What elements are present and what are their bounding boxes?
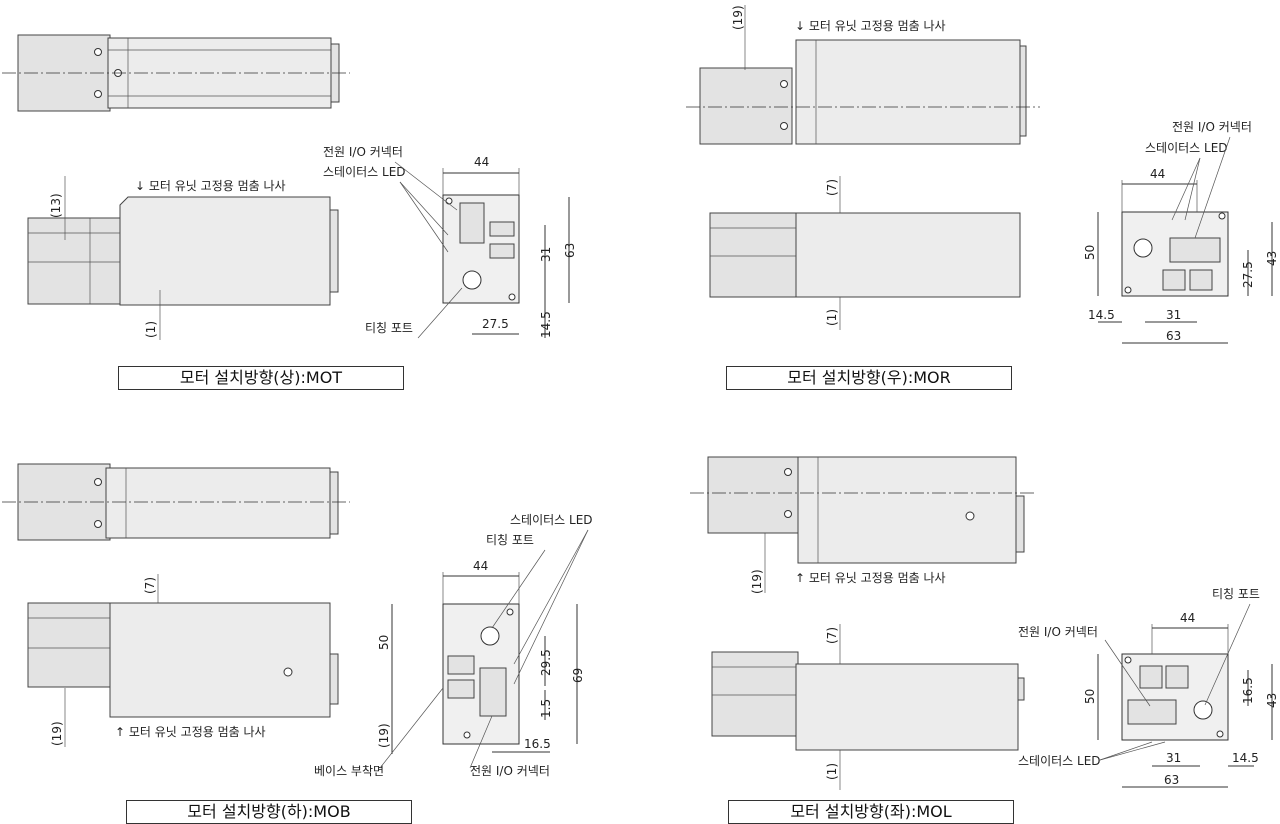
mor-end-view: 44 50 43 27.5 14.5 31 63 전원 I/O 커넥터 스테이터… — [1083, 120, 1279, 344]
mob-base-mount-label: 베이스 부착면 — [314, 764, 384, 778]
mot-dim-width: 44 — [474, 155, 489, 169]
mol-teaching-port-label: 티칭 포트 — [1212, 587, 1260, 601]
mob-dim-offset-top: (7) — [143, 577, 157, 594]
mob-side-view: (7) (19) ↑ 모터 유닛 고정용 멈춤 나사 — [27, 574, 339, 747]
mol-top-view: (19) ↑ 모터 유닛 고정용 멈춤 나사 — [690, 456, 1036, 594]
caption-mob: 모터 설치방향(하):MOB — [126, 800, 412, 824]
mor-dim-h-right-sub: 27.5 — [1241, 261, 1255, 288]
mot-power-io-label: 전원 I/O 커넥터 — [323, 145, 403, 159]
mob-top-view — [2, 463, 350, 541]
mol-dim-h-right: 43 — [1265, 693, 1279, 708]
mob-stop-screw-label: ↑ 모터 유닛 고정용 멈춤 나사 — [115, 725, 266, 739]
mol-side-view: (7) (1) — [711, 624, 1025, 790]
mot-dim-h-upper: 31 — [539, 247, 553, 262]
mot-top-view — [2, 34, 350, 112]
mob-dim-h-small: 1.5 — [539, 699, 553, 718]
mor-dim-h-right: 43 — [1265, 251, 1279, 266]
mor-power-io-label: 전원 I/O 커넥터 — [1172, 120, 1252, 134]
mot-dim-h-lower: 14.5 — [539, 311, 553, 338]
mob-dim-h-right: 69 — [571, 668, 585, 683]
mor-side-view: (7) (1) — [709, 176, 1021, 330]
mob-dim-width: 44 — [473, 559, 488, 573]
mot-dim-offset-bottom: (1) — [144, 321, 158, 338]
mol-dim-w-mid: 31 — [1166, 751, 1181, 765]
mol-dim-width: 44 — [1180, 611, 1195, 625]
mot-status-led-label: 스테이터스 LED — [323, 165, 406, 179]
mot-dim-h-total: 63 — [563, 243, 577, 258]
caption-mot: 모터 설치방향(상):MOT — [118, 366, 404, 390]
mol-dim-offset-top: (7) — [825, 627, 839, 644]
caption-mol: 모터 설치방향(좌):MOL — [728, 800, 1014, 824]
mol-dim-h-total: 50 — [1083, 689, 1097, 704]
mol-dim-w-right: 14.5 — [1232, 751, 1259, 765]
mol-stop-screw-label: ↑ 모터 유닛 고정용 멈춤 나사 — [795, 571, 946, 585]
mot-dim-offset-top: (13) — [49, 193, 63, 218]
mob-dim-w-small: 16.5 — [524, 737, 551, 751]
mob-status-led-label: 스테이터스 LED — [510, 513, 593, 527]
mol-status-led-label: 스테이터스 LED — [1018, 754, 1101, 768]
mol-end-view: 44 50 43 16.5 31 14.5 63 전원 I/O 커넥터 티칭 포… — [1018, 587, 1279, 788]
mol-dim-offset-low: (1) — [825, 763, 839, 780]
mor-dim-w-total: 63 — [1166, 329, 1181, 343]
mot-end-view: 44 63 31 14.5 27.5 전원 I/O 커넥터 스테이터스 LED … — [323, 145, 577, 339]
mol-power-io-label: 전원 I/O 커넥터 — [1018, 625, 1098, 639]
mob-dim-offset-bottom: (19) — [50, 721, 64, 746]
mol-dim-w-total: 63 — [1164, 773, 1179, 787]
mor-stop-screw-label: ↓ 모터 유닛 고정용 멈춤 나사 — [795, 19, 946, 33]
mob-dim-h-total: 50 — [377, 635, 391, 650]
mob-dim-h-mid: 29.5 — [539, 649, 553, 676]
mot-side-view: ↓ 모터 유닛 고정용 멈춤 나사 (13) (1) — [27, 176, 339, 340]
mor-dim-width: 44 — [1150, 167, 1165, 181]
mob-dim-offset-side: (19) — [377, 723, 391, 748]
mor-dim-w-left: 14.5 — [1088, 308, 1115, 322]
mor-top-view: ↓ 모터 유닛 고정용 멈춤 나사 (19) — [686, 5, 1040, 145]
mol-dim-offset-bottom: (19) — [750, 569, 764, 594]
mor-dim-offset-top: (19) — [731, 5, 745, 30]
mob-power-io-label: 전원 I/O 커넥터 — [470, 764, 550, 778]
mot-dim-w-lower: 27.5 — [482, 317, 509, 331]
mor-dim-offset-bottom: (1) — [825, 309, 839, 326]
mob-teaching-port-label: 티칭 포트 — [486, 533, 534, 547]
mot-teaching-port-label: 티칭 포트 — [365, 321, 413, 335]
mor-dim-w-mid: 31 — [1166, 308, 1181, 322]
mor-status-led-label: 스테이터스 LED — [1145, 141, 1228, 155]
mor-dim-h-total: 50 — [1083, 245, 1097, 260]
mol-dim-h-right-sub: 16.5 — [1241, 677, 1255, 704]
mob-end-view: 44 50 (19) 69 29.5 1.5 16.5 스테이터스 LED 티칭… — [314, 513, 593, 778]
mot-stop-screw-label: ↓ 모터 유닛 고정용 멈춤 나사 — [135, 179, 286, 193]
caption-mor: 모터 설치방향(우):MOR — [726, 366, 1012, 390]
mor-dim-offset-side: (7) — [825, 179, 839, 196]
